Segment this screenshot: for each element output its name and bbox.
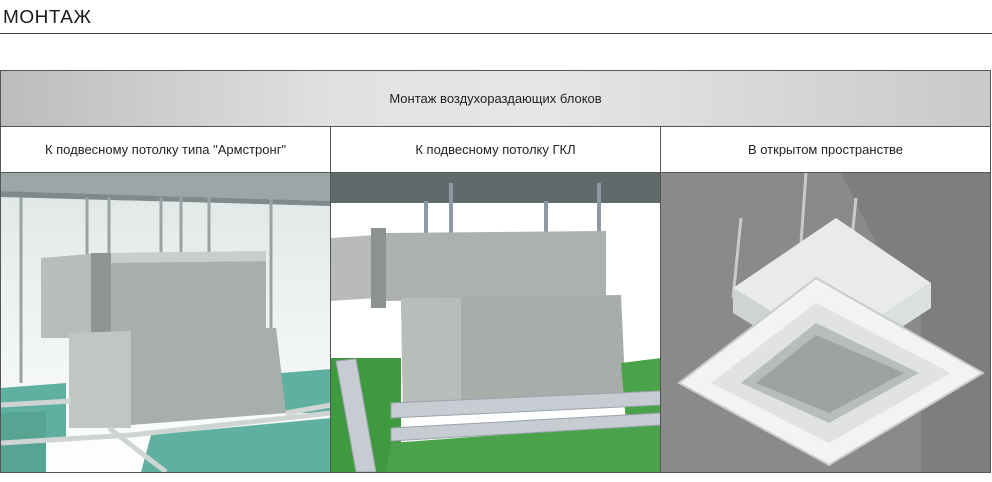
column-header-armstrong: К подвесному потолку типа "Армстронг" <box>1 127 331 172</box>
table-header: Монтаж воздухораздающих блоков <box>1 71 990 127</box>
column-headers: К подвесному потолку типа "Армстронг" К … <box>1 127 990 173</box>
column-header-gkl: К подвесному потолку ГКЛ <box>331 127 661 172</box>
page-title: МОНТАЖ <box>3 7 92 28</box>
installation-table: Монтаж воздухораздающих блоков К подвесн… <box>0 70 991 473</box>
open-space-illustration <box>661 173 990 472</box>
title-divider <box>0 33 992 34</box>
armstrong-ceiling-illustration <box>1 173 331 472</box>
column-header-open-space: В открытом пространстве <box>747 142 904 157</box>
gkl-ceiling-illustration <box>331 173 661 472</box>
illustrations-row <box>1 173 990 472</box>
